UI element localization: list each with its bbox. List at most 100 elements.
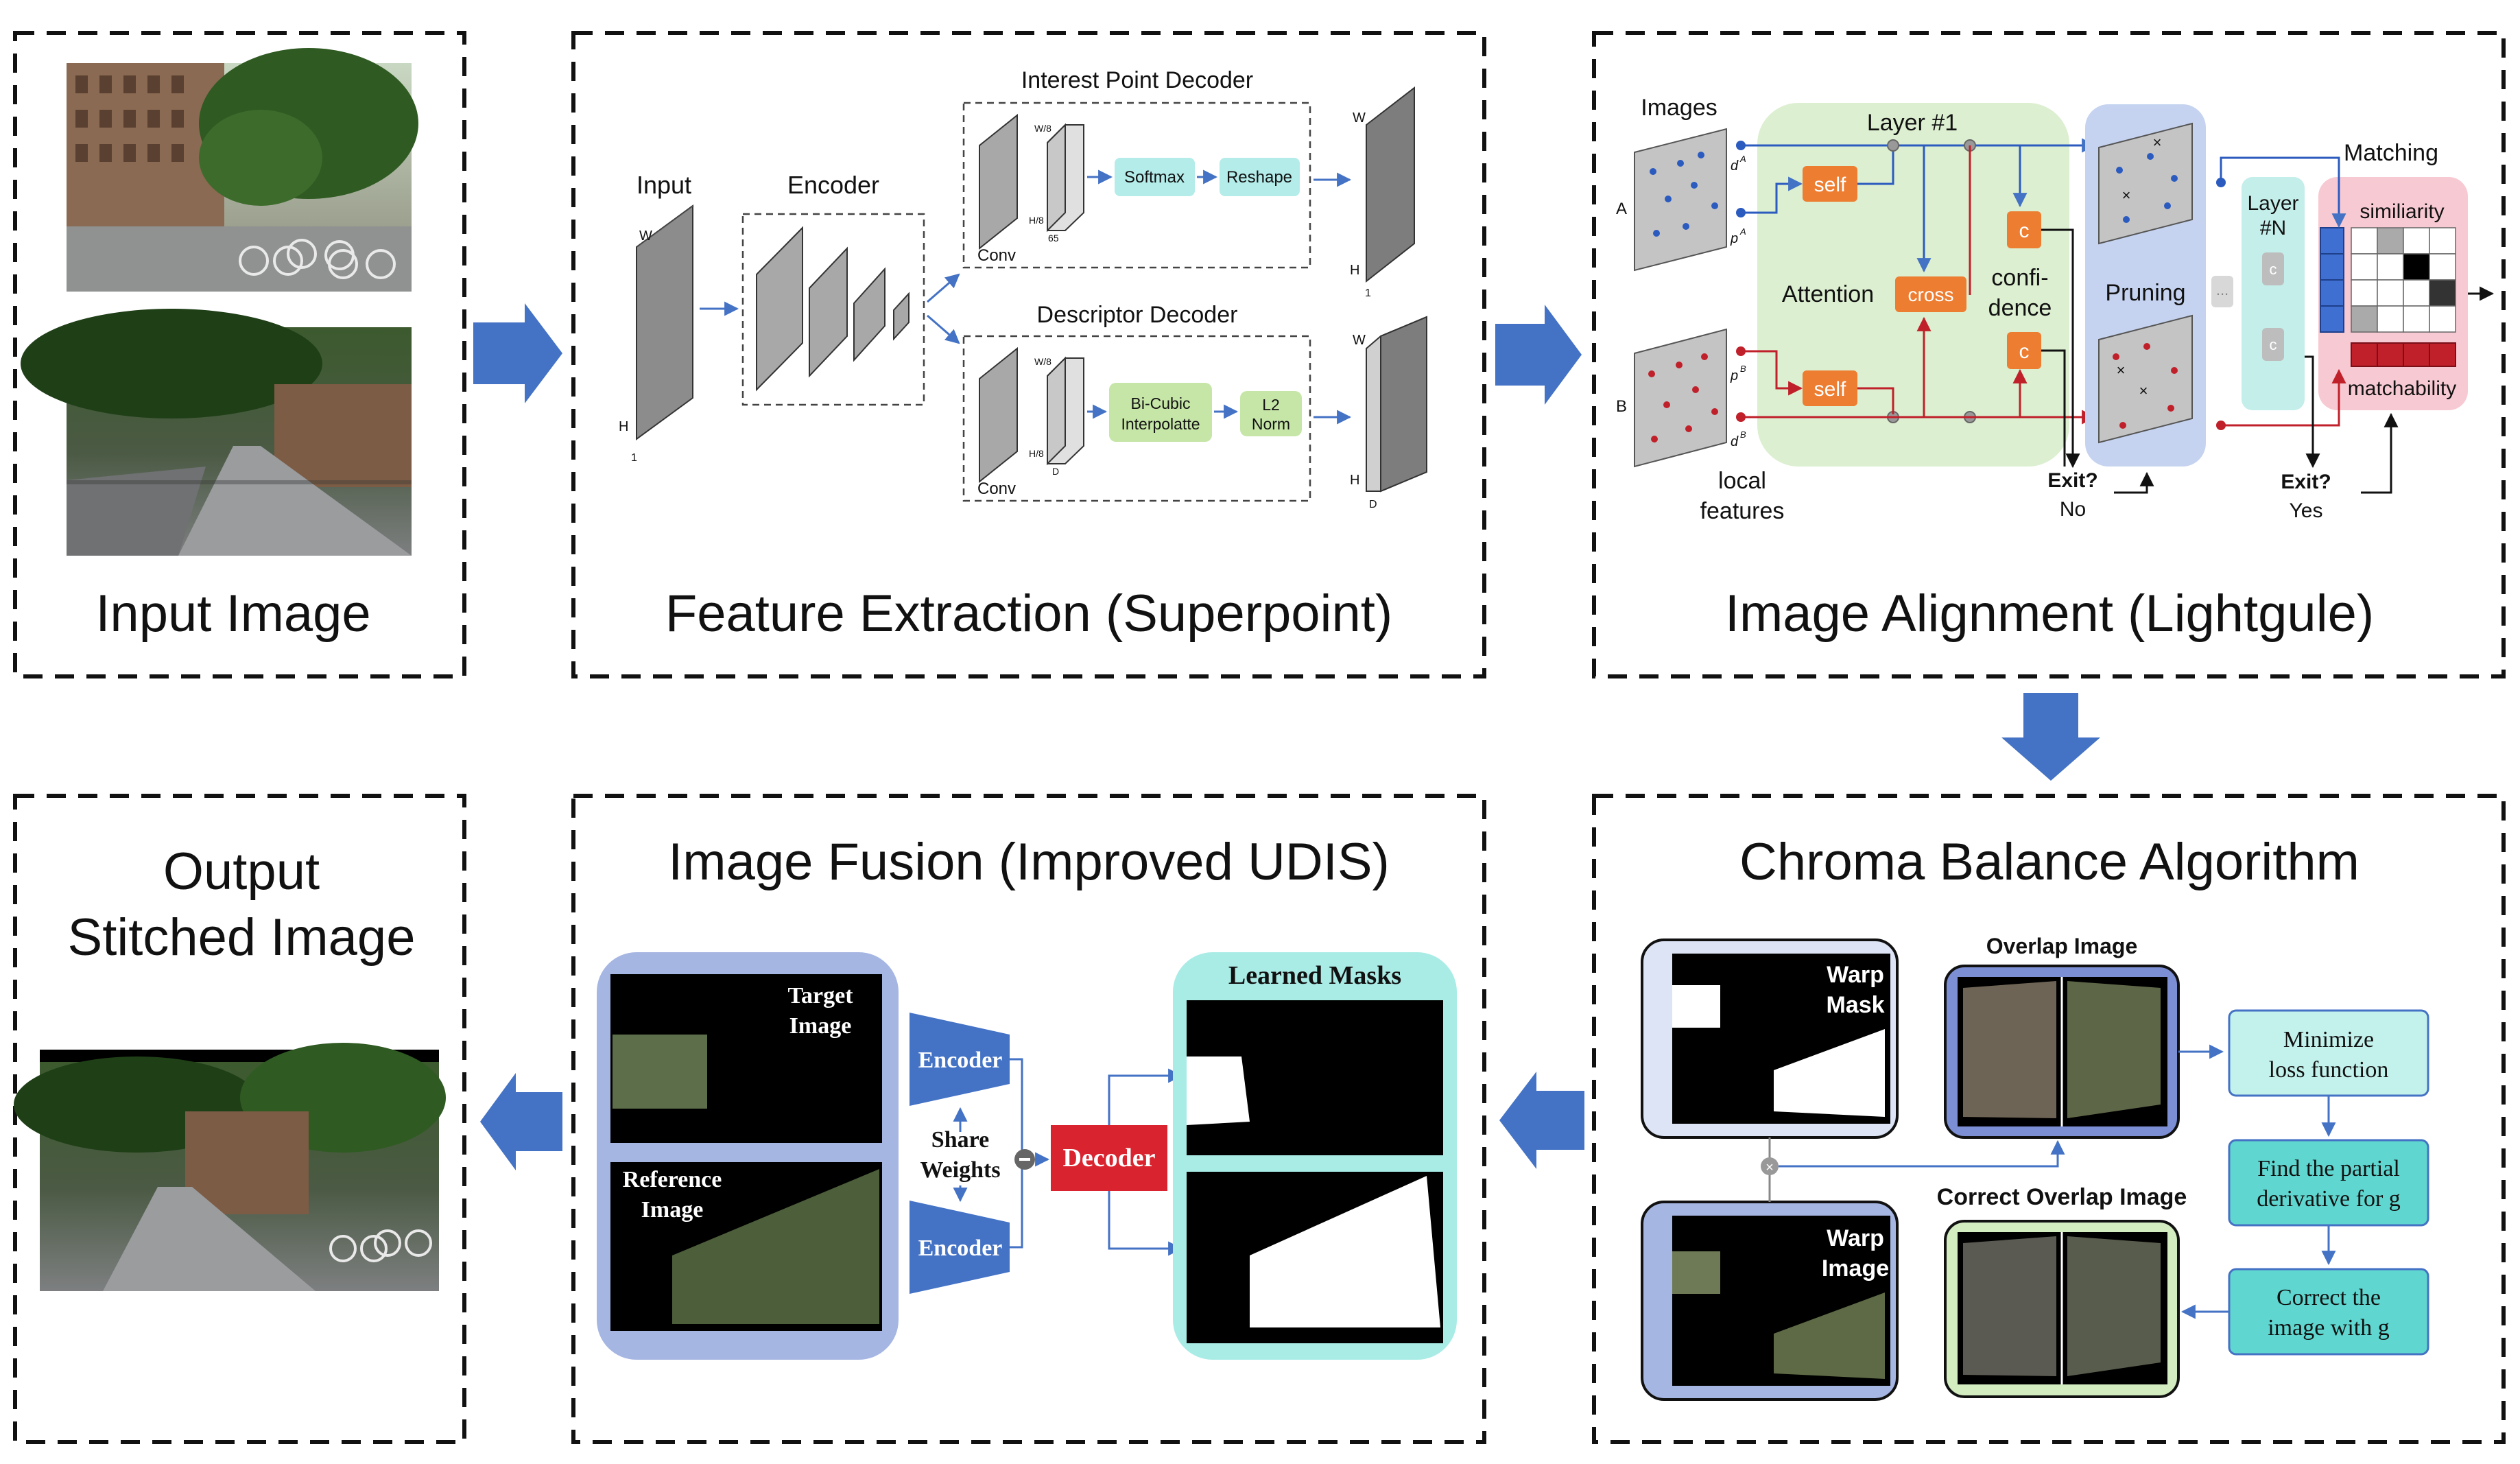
svg-text:H: H [619,419,628,434]
svg-text:loss function: loss function [2269,1057,2389,1083]
feature-panel-title: Feature Extraction (Superpoint) [665,585,1392,643]
alignment-panel-title: Image Alignment (Lightgule) [1725,585,2374,643]
output-title-line2: Stitched Image [68,908,416,967]
softmax-box [1115,158,1195,196]
encoder-block [741,213,925,406]
pruning-block: × × Pruning × × [2085,104,2206,467]
svg-text:Encoder: Encoder [918,1236,1003,1261]
svg-text:Learned Masks: Learned Masks [1228,961,1401,990]
self-box-a [1803,166,1857,202]
encoder-label: Encoder [787,171,879,199]
svg-text:#N: #N [2260,217,2286,239]
svg-text:Minimize: Minimize [2283,1027,2374,1052]
svg-text:c: c [2019,340,2030,363]
svg-text:derivative for g: derivative for g [2257,1186,2401,1212]
svg-text:Mask: Mask [1826,992,1884,1018]
input-photo-top [67,48,418,292]
panel-output: Output Stitched Image [13,794,466,1444]
svg-text:Softmax: Softmax [1124,168,1185,187]
svg-text:1: 1 [1365,287,1371,299]
svg-text:×: × [2117,362,2126,379]
svg-text:B: B [1740,429,1746,440]
matching-block: similiarity matchability [2318,177,2468,410]
flow-arrow-fusion-to-output [480,1073,562,1170]
svg-text:self: self [1814,378,1846,401]
flow-arrow-feature-to-alignment [1495,305,1582,405]
svg-text:×: × [2153,134,2162,151]
warp-image-card: Warp Image [1641,1201,1899,1401]
svg-text:H/8: H/8 [1029,215,1044,226]
svg-text:Encoder: Encoder [918,1048,1003,1073]
svg-text:p: p [1730,368,1738,383]
svg-text:Yes: Yes [2290,499,2323,522]
flow-arrow-alignment-to-chroma [2001,693,2100,781]
svg-text:...: ... [2216,281,2228,298]
cross-box [1895,276,1966,312]
svg-text:Decoder: Decoder [1062,1144,1155,1172]
svg-text:W/8: W/8 [1034,123,1051,134]
svg-text:Reference: Reference [623,1167,722,1192]
svg-text:Warp: Warp [1827,962,1884,988]
svg-text:self: self [1814,174,1846,196]
svg-text:Conv: Conv [977,246,1016,265]
svg-text:D: D [1052,466,1059,477]
svg-text:H: H [1350,473,1359,488]
svg-text:Target: Target [787,983,853,1008]
step-correct-image: Correct the image with g [2228,1268,2429,1356]
svg-text:d: d [1731,158,1739,174]
svg-text:A: A [1739,154,1746,164]
svg-text:B: B [1616,397,1627,416]
svg-text:1: 1 [631,452,637,464]
input-tensor: W H 1 [619,204,694,464]
output-title-line1: Output [163,842,320,901]
l2-norm-box [1240,391,1302,436]
panel-input-image: Input Image [13,31,466,678]
layer-n-block: Layer #N c c [2242,177,2305,410]
matching-label: Matching [2344,140,2438,166]
svg-text:similiarity: similiarity [2359,200,2444,223]
svg-text:L2: L2 [1262,396,1280,414]
svg-text:Layer: Layer [2247,192,2298,215]
svg-text:H: H [1350,263,1359,278]
svg-text:Find the partial: Find the partial [2257,1156,2400,1181]
learned-masks-card: Learned Masks [1173,952,1457,1360]
panel-image-fusion: Image Fusion (Improved UDIS) Target Imag… [571,794,1486,1444]
flow-arrow-chroma-to-fusion [1499,1072,1584,1169]
chroma-panel-title: Chroma Balance Algorithm [1739,833,2359,891]
svg-text:image with g: image with g [2268,1315,2390,1341]
svg-text:Pruning: Pruning [2105,280,2185,306]
svg-text:Share: Share [931,1127,989,1153]
descriptor-decoder: Conv W/8 H/8 D Bi-Cubic Interpolatte L2 … [962,335,1311,502]
svg-text:B: B [1740,364,1746,374]
svg-text:local: local [1718,468,1766,494]
svg-text:Interpolatte: Interpolatte [1121,415,1200,433]
bicubic-box [1109,383,1212,442]
svg-text:features: features [1700,498,1785,524]
svg-text:A: A [1739,226,1746,237]
image-a: A [1616,128,1727,272]
fusion-panel-title: Image Fusion (Improved UDIS) [668,833,1390,891]
svg-text:65: 65 [1048,233,1059,244]
overlap-image-card [1944,965,2180,1139]
svg-text:W: W [639,228,652,244]
svg-text:Exit?: Exit? [2281,471,2331,493]
svg-text:D: D [1369,499,1377,510]
svg-text:Image: Image [789,1013,852,1039]
encoder-bottom [910,1201,1010,1294]
image-b: B [1616,328,1727,468]
correct-overlap-label: Correct Overlap Image [1937,1184,2187,1210]
svg-text:×: × [2139,382,2148,399]
svg-text:No: No [2060,498,2086,521]
svg-text:dence: dence [1988,295,2052,321]
encoder-top [910,1013,1010,1106]
input-label: Input [637,171,691,199]
svg-text:c: c [2270,261,2277,278]
descriptor-decoder-title: Descriptor Decoder [1037,302,1238,328]
svg-text:Norm: Norm [1252,415,1290,433]
multiply-node [1761,1157,1779,1175]
correct-overlap-card [1944,1220,2180,1398]
svg-text:Weights: Weights [920,1157,1000,1183]
svg-text:Conv: Conv [977,480,1016,498]
svg-text:×: × [2122,187,2131,204]
overlap-image-label: Overlap Image [1986,934,2138,958]
